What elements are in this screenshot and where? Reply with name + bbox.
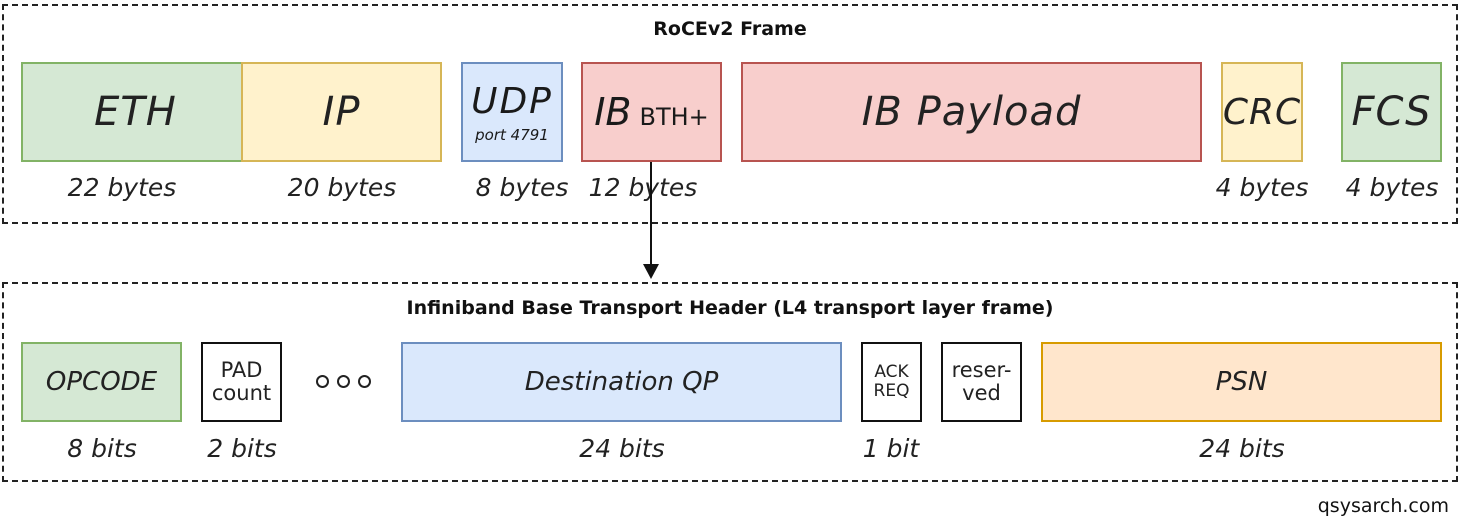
pad-count-size: 2 bits [207,434,277,463]
destination-qp-label: Destination QP [524,367,719,397]
ellipsis-dot [316,375,329,388]
reserved-field: reser- ved [941,342,1022,422]
ack-req-label-line2: REQ [873,381,910,401]
bth-frame-title: Infiniband Base Transport Header (L4 tra… [406,297,1054,319]
rocev2-frame-title: RoCEv2 Frame [653,18,807,40]
ellipsis-dots [316,375,371,388]
pad-count-label-line1: PAD [220,357,263,382]
pad-count-label-line2: count [211,381,272,405]
ib-label: IB [594,90,632,134]
reserved-label-line1: reser- [951,357,1012,382]
opcode-label: OPCODE [45,367,158,397]
fcs-label: FCS [1351,89,1432,135]
ack-req-field: ACK REQ [861,342,922,422]
ib-bth-field: IB BTH+ [581,62,722,162]
ib-payload-field: IB Payload [741,62,1202,162]
rocev2-frame-container: RoCEv2 Frame [2,4,1458,224]
ip-field: IP [241,62,442,162]
udp-label: UDP [471,80,553,122]
udp-field: UDP port 4791 [461,62,563,162]
eth-size: 22 bytes [67,173,177,202]
ack-req-size: 1 bit [862,434,920,463]
psn-size: 24 bits [1199,434,1285,463]
destination-qp-field: Destination QP [401,342,842,422]
ip-label: IP [322,89,361,135]
udp-port-label: port 4791 [475,125,549,144]
fcs-size: 4 bytes [1345,173,1439,202]
crc-field: CRC [1221,62,1303,162]
ib-payload-label: IB Payload [861,89,1082,135]
crc-label: CRC [1222,91,1302,133]
destination-qp-size: 24 bits [579,434,665,463]
udp-size: 8 bytes [475,173,569,202]
reserved-label-line2: ved [962,381,1001,405]
arrow-head [643,264,659,279]
eth-label: ETH [94,89,177,135]
bth-size: 12 bytes [588,173,698,202]
pad-count-field: PAD count [201,342,282,422]
eth-field: ETH [21,62,250,162]
bth-plus-label: BTH+ [639,103,709,131]
bth-frame-container: Infiniband Base Transport Header (L4 tra… [2,282,1458,482]
opcode-field: OPCODE [21,342,182,422]
ip-size: 20 bytes [287,173,397,202]
crc-size: 4 bytes [1215,173,1309,202]
ellipsis-dot [337,375,350,388]
opcode-size: 8 bits [67,434,137,463]
ellipsis-dot [358,375,371,388]
psn-label: PSN [1215,367,1268,397]
watermark: qsysarch.com [1317,495,1449,517]
ack-req-label-line1: ACK [874,362,909,383]
fcs-field: FCS [1341,62,1442,162]
psn-field: PSN [1041,342,1442,422]
